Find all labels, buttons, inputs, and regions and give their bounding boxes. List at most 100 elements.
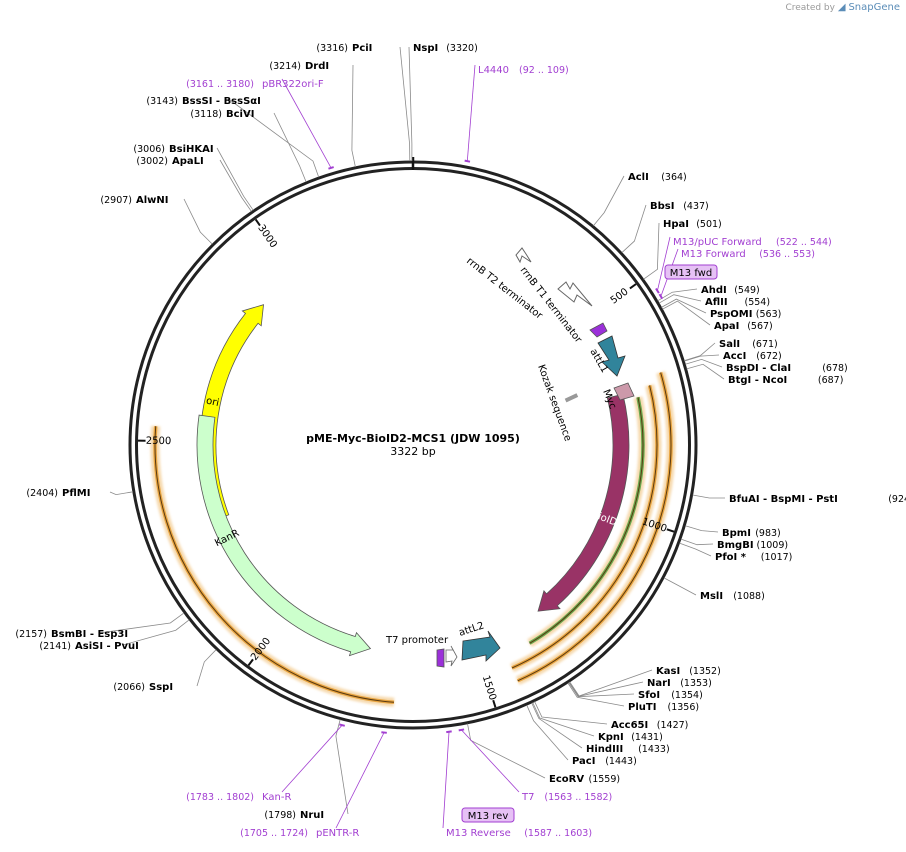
leader-5 [216,147,254,211]
enzyme-name: BtgI - NcoI [728,375,787,386]
credit-prefix: Created by [785,3,835,13]
primer-name: L4440 [478,65,509,76]
leader-21 [684,354,720,362]
enzyme-position: (3214) [269,61,301,72]
enzyme-name: EcoRV [549,774,584,785]
enzyme-position: (2907) [100,195,132,206]
primer-site: (1705 .. 1724)pENTR-R [240,828,359,839]
enzyme-name: KpnI [598,732,624,743]
enzyme-position: (1427) [657,720,689,731]
enzyme-position: (2066) [113,682,145,693]
leader-15 [643,222,660,280]
enzyme-position: (983) [755,528,781,539]
leader-26 [680,538,714,546]
primer-site: M13 Reverse(1587 .. 1603) [446,828,592,839]
enzyme-site: AflII(554) [705,297,770,308]
tick-label-2500: 2500 [146,436,172,447]
leader-24 [692,494,725,499]
enzyme-name: DrdI [305,61,329,72]
enzyme-position: (1431) [631,732,663,743]
feature-rrnb-t1 [557,281,593,307]
primer-leader-2 [657,236,671,291]
leader-2 [351,64,356,167]
enzyme-site: (3006)BsiHKAI [133,144,213,155]
snapgene-credit: Created by ◢ SnapGene [785,2,900,13]
enzyme-position: (3118) [190,109,222,120]
enzyme-name: BssSI - BssSαI [182,96,261,107]
leader-22 [685,358,723,368]
enzyme-site: HindIII(1433) [586,744,670,755]
enzyme-site: BspDI - ClaI(678) [726,363,848,374]
enzyme-site: (2157)BsmBI - Esp3I [15,629,128,640]
primer-position: (536 .. 553) [759,249,815,260]
feature-bioid2 [537,393,630,612]
enzyme-position: (2404) [26,488,58,499]
enzyme-name: PflMI [62,488,90,499]
enzyme-name: MslI [700,591,723,602]
enzyme-position: (554) [745,297,771,308]
leader-12 [335,719,349,815]
enzyme-name: PluTI [628,702,656,713]
tick-label-3000: 3000 [255,223,279,250]
enzyme-position: (1352) [689,666,721,677]
leader-layer [98,46,725,829]
leader-14 [621,204,647,253]
enzyme-site: HpaI(501) [663,219,722,230]
enzyme-position: (1009) [757,540,789,551]
plasmid-size: 3322 bp [390,445,435,458]
enzyme-site: AclI(364) [628,172,687,183]
primer-leader-4 [281,724,343,793]
enzyme-position: (3320) [446,43,478,54]
primer-site: (1783 .. 1802)Kan-R [186,792,291,803]
tick-1500 [492,699,497,708]
primer-box: M13 rev [461,807,515,823]
primer-box-label: M13 rev [468,811,509,822]
enzyme-position: (364) [661,172,687,183]
enzyme-site: (2066)SspI [113,682,173,693]
tick-3000 [254,218,261,227]
enzyme-name: BpmI [722,528,751,539]
enzyme-site: (3002)ApaLI [136,156,203,167]
enzyme-name: HindIII [586,744,623,755]
primer-position: (3161 .. 3180) [186,79,254,90]
tick-label-500: 500 [609,286,631,306]
feature-kozak [564,393,579,403]
enzyme-site: (3143)BssSI - BssSαI [146,96,260,107]
enzyme-name: AsiSI - PvuI [75,641,139,652]
enzyme-name: BciVI [226,109,254,120]
enzyme-name: PciI [352,43,372,54]
enzyme-site: AhdI(549) [701,285,760,296]
leader-4 [273,112,307,183]
leader-6 [219,159,252,212]
enzyme-name: SfoI [638,690,660,701]
enzyme-site: NspI (3320) [413,43,478,54]
enzyme-site: SfoI(1354) [638,690,703,701]
enzyme-site: (3214) DrdI [269,61,329,72]
enzyme-position: (2141) [39,641,71,652]
enzyme-site: Acc65I(1427) [611,720,688,731]
primer-position: (522 .. 544) [776,237,832,248]
leader-37 [467,723,546,779]
enzyme-site: MslI(1088) [700,591,765,602]
enzyme-site: (2907)AlwNI [100,195,168,206]
orf-core-1 [511,385,658,669]
enzyme-name: NspI [413,43,438,54]
leader-23 [686,363,725,380]
leader-31 [568,682,635,698]
tick-500 [629,283,637,290]
tick-2000 [247,658,254,666]
primer-leader-0 [466,64,476,162]
enzyme-position: (3002) [136,156,168,167]
leader-36 [526,705,569,761]
primer-bar-2 [655,287,660,294]
primer-site: (3161 .. 3180)pBR322ori-F [186,79,324,90]
enzyme-site: AccI(672) [723,351,782,362]
enzyme-site: ApaI(567) [714,321,773,332]
enzyme-name: SalI [719,339,740,350]
enzyme-site: KasI(1352) [656,666,721,677]
enzyme-site: PfoI *(1017) [715,552,792,563]
feature-myc [613,382,635,401]
feature-t7-promoter [445,645,458,667]
orf-layer [150,371,676,707]
enzyme-site: BbsI(437) [650,201,709,212]
